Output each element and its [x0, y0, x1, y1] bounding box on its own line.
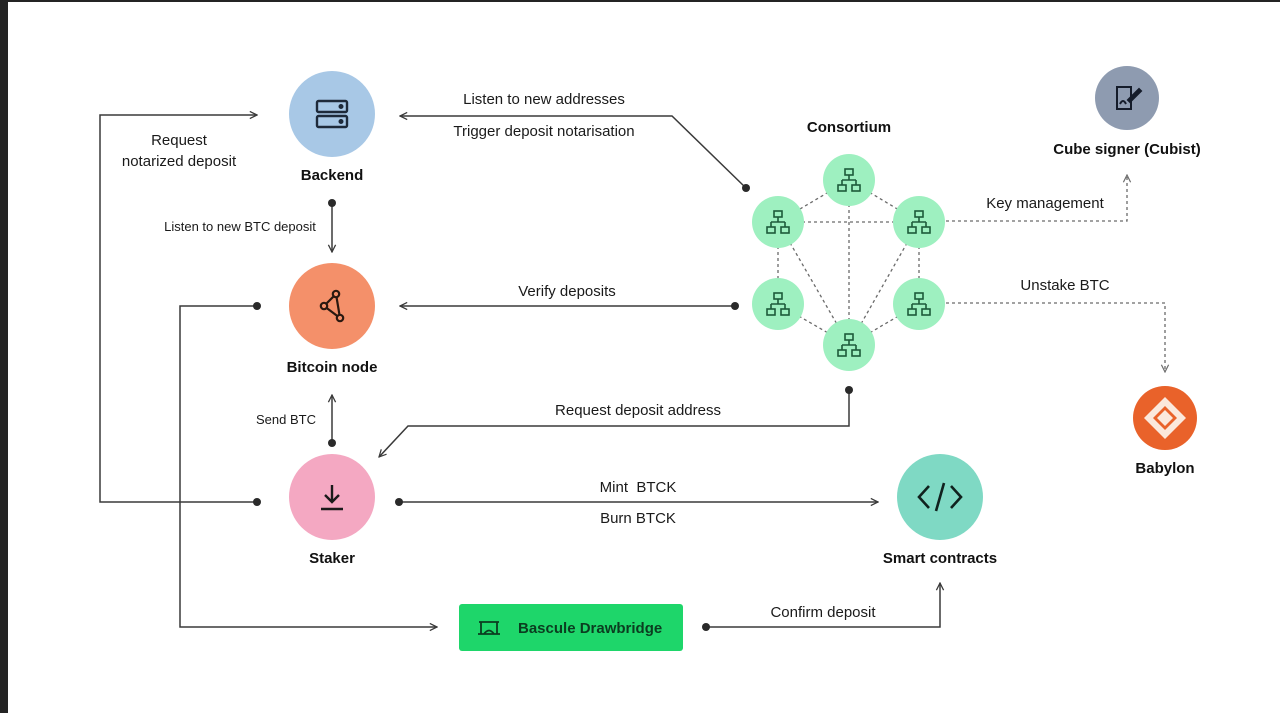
consortium-node	[893, 196, 945, 248]
consortium-node	[893, 278, 945, 330]
edge-label-mint: Mint BTCK	[600, 479, 677, 496]
edge-request-deposit-address	[379, 390, 850, 457]
drawbridge-icon	[478, 621, 500, 635]
edge-label-listen-btc-deposit: Listen to new BTC deposit	[164, 219, 316, 234]
backend-label: Backend	[301, 167, 364, 184]
staker-node	[289, 454, 375, 540]
consortium-node	[752, 196, 804, 248]
download-icon	[321, 485, 343, 511]
edge-label-key-management: Key management	[986, 195, 1104, 212]
edge-label-confirm-deposit: Confirm deposit	[770, 604, 876, 621]
smart-contracts-node	[897, 454, 983, 540]
edge-label-request-deposit-address: Request deposit address	[555, 402, 721, 419]
consortium-mesh	[752, 154, 945, 371]
edge-label-verify-deposits: Verify deposits	[518, 283, 616, 300]
edge-label-unstake: Unstake BTC	[1020, 277, 1109, 294]
edge-label-burn: Burn BTCK	[600, 510, 676, 527]
edge-label-notarized-deposit: notarized deposit	[122, 153, 237, 170]
bascule-drawbridge-button[interactable]: Bascule Drawbridge	[459, 604, 683, 651]
edge-confirm-deposit	[706, 583, 940, 628]
consortium-node	[752, 278, 804, 330]
edge-label-send-btc: Send BTC	[256, 412, 316, 427]
consortium-node	[823, 154, 875, 206]
consortium-label: Consortium	[807, 119, 891, 136]
code-icon	[917, 482, 963, 512]
edge-key-management	[946, 175, 1127, 222]
staker-label: Staker	[309, 550, 355, 567]
backend-node	[289, 71, 375, 157]
edge-listen-addresses	[400, 116, 747, 189]
window-frame-left	[0, 0, 8, 713]
babylon-logo-icon	[1144, 397, 1186, 439]
network-share-icon	[319, 289, 345, 323]
cube-signer-label: Cube signer (Cubist)	[1053, 141, 1201, 158]
signature-icon	[1116, 86, 1143, 110]
bitcoin-node-label: Bitcoin node	[287, 359, 378, 376]
consortium-node	[823, 319, 875, 371]
smart-contracts-label: Smart contracts	[883, 550, 997, 567]
bitcoin-node	[289, 263, 375, 349]
labels: Backend Bitcoin node Staker Smart contra…	[122, 91, 1201, 621]
bascule-label: Bascule Drawbridge	[518, 620, 662, 637]
cube-signer-node	[1095, 66, 1159, 130]
edge-bascule-feed	[179, 305, 437, 627]
babylon-node	[1133, 386, 1197, 450]
babylon-label: Babylon	[1135, 460, 1194, 477]
edge-request-notarized	[99, 115, 257, 503]
edge-unstake	[946, 302, 1165, 372]
edge-label-request: Request	[151, 132, 208, 149]
server-icon	[315, 99, 349, 129]
connectors	[99, 115, 1165, 631]
edge-label-trigger-notarisation: Trigger deposit notarisation	[453, 123, 634, 140]
edge-label-listen-addresses: Listen to new addresses	[463, 91, 625, 108]
window-frame-top	[0, 0, 1280, 2]
